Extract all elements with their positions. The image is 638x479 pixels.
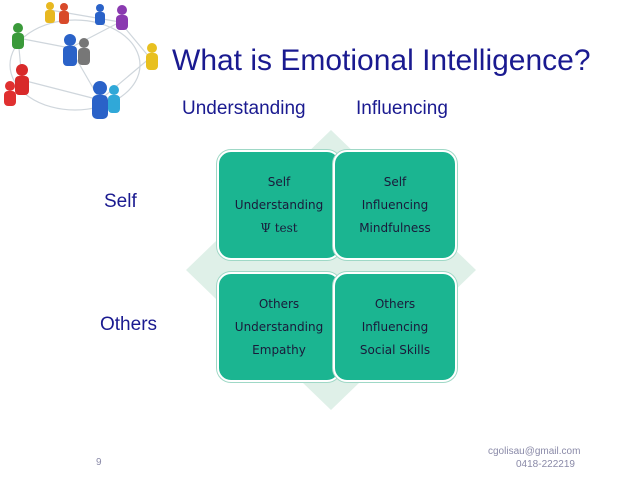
quadrant-line: Influencing — [361, 197, 429, 212]
quadrant-line: Self — [267, 174, 291, 189]
page-title: What is Emotional Intelligence? — [172, 44, 591, 77]
footer-email: cgolisau@gmail.com — [488, 446, 581, 457]
people-network-logo-icon — [4, 2, 158, 119]
quadrant-line: Social Skills — [359, 342, 431, 357]
quadrant-line: Empathy — [252, 342, 306, 357]
row-header-others: Others — [100, 314, 158, 335]
page-number: 9 — [96, 457, 102, 468]
row-header-self: Self — [104, 191, 137, 212]
quadrant-line: Influencing — [361, 319, 429, 334]
quadrant-self-understanding: Self Understanding Ψ test — [217, 150, 341, 260]
quadrant-line: Others — [258, 296, 300, 311]
quadrant-line: Understanding — [234, 197, 324, 212]
quadrant-line: Mindfulness — [359, 220, 431, 235]
quadrant-line: Ψ test — [260, 220, 298, 235]
quadrant-self-influencing: Self Influencing Mindfulness — [333, 150, 457, 260]
column-header-influencing: Influencing — [356, 98, 448, 119]
quadrant-others-understanding: Others Understanding Empathy — [217, 272, 341, 382]
footer-phone: 0418-222219 — [516, 459, 575, 470]
quadrant-others-influencing: Others Influencing Social Skills — [333, 272, 457, 382]
column-header-understanding: Understanding — [182, 98, 306, 119]
quadrant-line: Self — [383, 174, 407, 189]
quadrant-line: Others — [374, 296, 416, 311]
quadrant-line: Understanding — [234, 319, 324, 334]
